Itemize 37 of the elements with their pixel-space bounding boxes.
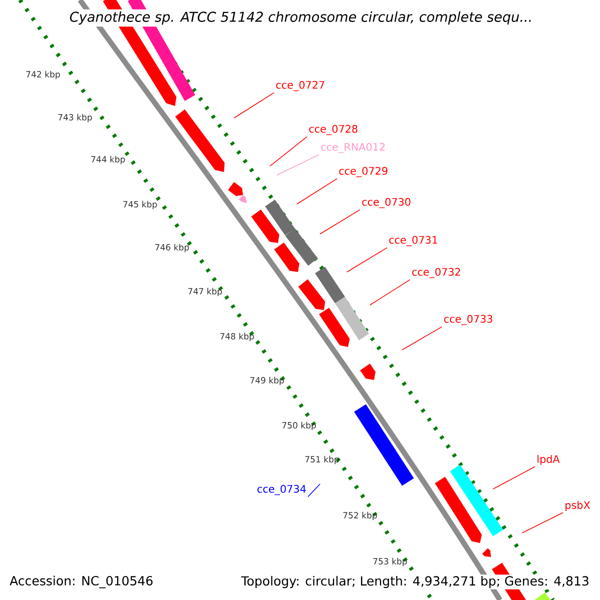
- accession-text: Accession: NC_010546: [8, 574, 155, 590]
- gene-label: psbX: [566, 500, 590, 512]
- scale-label: 748 kbp: [220, 332, 254, 342]
- scale-label: 742 kbp: [26, 70, 60, 80]
- summary-text: Topology: circular; Length: 4,934,271 bp; Genes: 4,813: [240, 574, 591, 590]
- leader-line: [370, 279, 410, 306]
- gene-label: cce_RNA012: [321, 142, 385, 154]
- leader-line: [346, 247, 388, 272]
- leader-line: [296, 178, 338, 204]
- scale-label: 744 kbp: [91, 156, 125, 164]
- leader-line: [492, 466, 536, 490]
- leader-line: [308, 484, 320, 498]
- scale-label: 753 kbp: [373, 558, 407, 566]
- title: Cyanothece sp. ATCC 51142 chromosome circular, complete sequ...: [67, 9, 535, 27]
- scale-label: 743 kbp: [58, 114, 92, 122]
- gene-label: lpdA: [538, 454, 560, 466]
- gene-label: cce_0732: [412, 268, 460, 278]
- leader-line: [402, 326, 442, 350]
- gene-label: cce_0733: [444, 314, 492, 326]
- gene-label: cce_0731: [389, 236, 438, 246]
- gene-label: cce_0734: [257, 484, 306, 496]
- leader-line: [320, 209, 360, 234]
- scale-label: 745 kbp: [123, 200, 157, 210]
- scale-label: 750 kbp: [282, 422, 316, 430]
- gene-label: cce_0729: [339, 166, 388, 178]
- gene-label: cce_0730: [362, 198, 410, 208]
- gene-label: cce_0728: [309, 124, 358, 136]
- scale-label: 751 kbp: [305, 456, 339, 464]
- leader-line: [276, 154, 320, 176]
- scale-label: 746 kbp: [155, 244, 189, 252]
- scale-label: 752 kbp: [343, 512, 377, 520]
- gene-label: cce_0727: [276, 80, 324, 92]
- leader-line: [234, 92, 274, 118]
- leader-line: [522, 512, 564, 534]
- scale-label: 747 kbp: [188, 288, 222, 296]
- leader-line: [270, 136, 308, 166]
- scale-label: 749 kbp: [250, 376, 284, 386]
